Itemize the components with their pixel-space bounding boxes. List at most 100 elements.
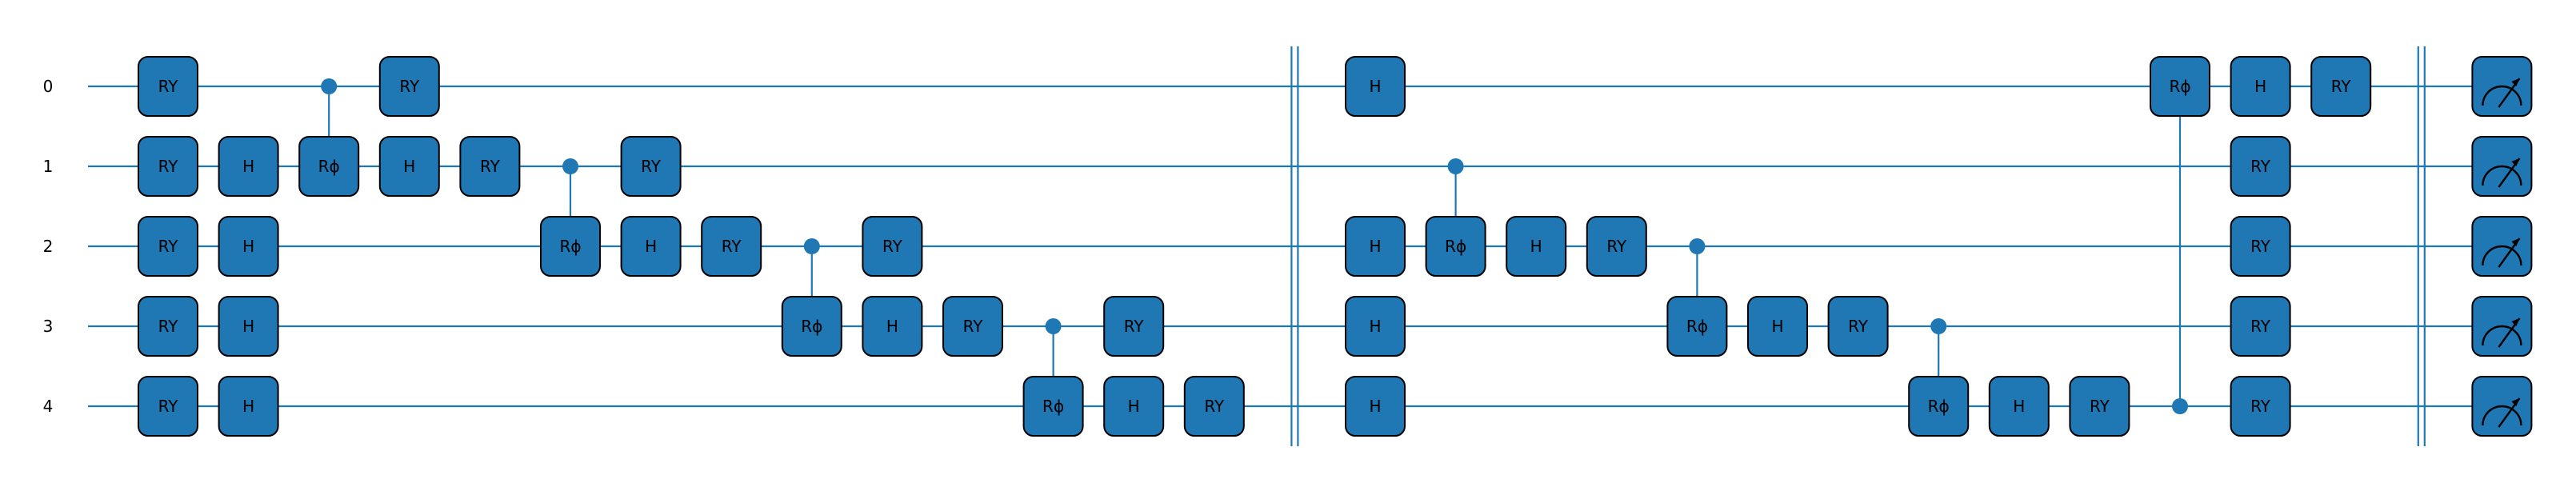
gate-label: H [403, 157, 415, 176]
gate-box [138, 216, 198, 277]
gate-label: H [1128, 397, 1140, 416]
gate-label: H [1369, 237, 1381, 256]
gate-box [378, 56, 440, 117]
gate-box [298, 136, 360, 197]
gate-box [138, 376, 198, 437]
measurement-meter-icon [2482, 397, 2522, 428]
gate-label: H [1369, 317, 1381, 336]
gate-box [540, 216, 601, 277]
gate-label: Rϕ [559, 237, 581, 256]
control-dot [1930, 318, 1947, 334]
gate-box [218, 136, 279, 197]
gate-label: RY [963, 317, 984, 336]
gate-box [862, 216, 923, 277]
gate-label: H [242, 237, 254, 256]
gate-label: H [1369, 77, 1381, 96]
gate-label: Rϕ [318, 157, 340, 176]
control-dot [1447, 158, 1464, 174]
gate-label: RY [158, 157, 179, 176]
meter-arrowhead [2511, 78, 2520, 86]
gate-label: RY [158, 317, 179, 336]
gate-label: RY [399, 77, 420, 96]
gate-box [1345, 216, 1406, 277]
gate-label: Rϕ [2169, 77, 2190, 96]
gate-label: H [242, 317, 254, 336]
meter-arc [2482, 405, 2522, 426]
control-dot [562, 158, 578, 174]
wire-label: 1 [43, 157, 54, 176]
gate-label: RY [882, 237, 903, 256]
wire-label: 4 [43, 397, 54, 416]
gate-box [620, 136, 682, 197]
gate-label: Rϕ [1042, 397, 1064, 416]
meter-arrowhead [2511, 158, 2520, 166]
gate-label: RY [641, 157, 662, 176]
gate-label: RY [722, 237, 742, 256]
gate-box [138, 136, 198, 197]
meter-arc [2482, 165, 2522, 186]
gate-box [218, 376, 279, 437]
gate-box [1586, 216, 1647, 277]
wire-label: 3 [43, 317, 54, 336]
gate-box [218, 216, 279, 277]
control-dot [803, 238, 820, 254]
gate-box [862, 296, 923, 357]
gate-label: H [1369, 397, 1381, 416]
gate-label: RY [158, 77, 179, 96]
gate-label: RY [480, 157, 501, 176]
gate-label: RY [158, 237, 179, 256]
gate-label: Rϕ [801, 317, 822, 336]
gate-box [781, 296, 842, 357]
gate-box [1345, 56, 1406, 117]
gate-box [2150, 56, 2210, 117]
meter-arrowhead [2511, 398, 2520, 406]
gate-label: RY [158, 397, 179, 416]
gate-box [2230, 296, 2291, 357]
gate-label: RY [2250, 317, 2271, 336]
gate-label: H [2013, 397, 2025, 416]
gate-label: RY [1848, 317, 1869, 336]
measurement-meter-icon [2482, 238, 2522, 268]
gate-box [1827, 296, 1889, 357]
gate-label: RY [2331, 77, 2352, 96]
meter-arc [2482, 245, 2522, 266]
gate-label: Rϕ [1445, 237, 1466, 256]
wire-label: 0 [43, 77, 54, 96]
gate-box [218, 296, 279, 357]
gate-label: RY [1124, 317, 1145, 336]
gate-box [2310, 56, 2372, 117]
gate-box [1183, 376, 1245, 437]
gate-box [2230, 216, 2291, 277]
control-dot [1689, 238, 1706, 254]
gate-label: H [1771, 317, 1783, 336]
gate-box [1103, 376, 1165, 437]
gate-box [2230, 136, 2291, 197]
control-dot [2172, 398, 2188, 414]
gate-label: RY [2250, 157, 2271, 176]
meter-arrowhead [2511, 238, 2520, 246]
control-dot [1045, 318, 1062, 334]
gate-box [378, 136, 440, 197]
gate-box [1666, 296, 1728, 357]
gate-box [2069, 376, 2130, 437]
gate-label: H [645, 237, 657, 256]
meter-arc [2482, 325, 2522, 346]
gate-box [701, 216, 762, 277]
control-dot [321, 78, 338, 94]
gate-label: Rϕ [1928, 397, 1950, 416]
gate-box [1506, 216, 1567, 277]
gate-box [1103, 296, 1165, 357]
gate-box [1345, 296, 1406, 357]
gate-label: H [242, 157, 254, 176]
gate-box [1747, 296, 1808, 357]
gate-box [1345, 376, 1406, 437]
gate-label: H [2254, 77, 2266, 96]
gate-label: RY [2090, 397, 2110, 416]
gate-label: RY [1606, 237, 1627, 256]
gate-box [2230, 376, 2291, 437]
gate-box [620, 216, 682, 277]
gate-box [1425, 216, 1486, 277]
